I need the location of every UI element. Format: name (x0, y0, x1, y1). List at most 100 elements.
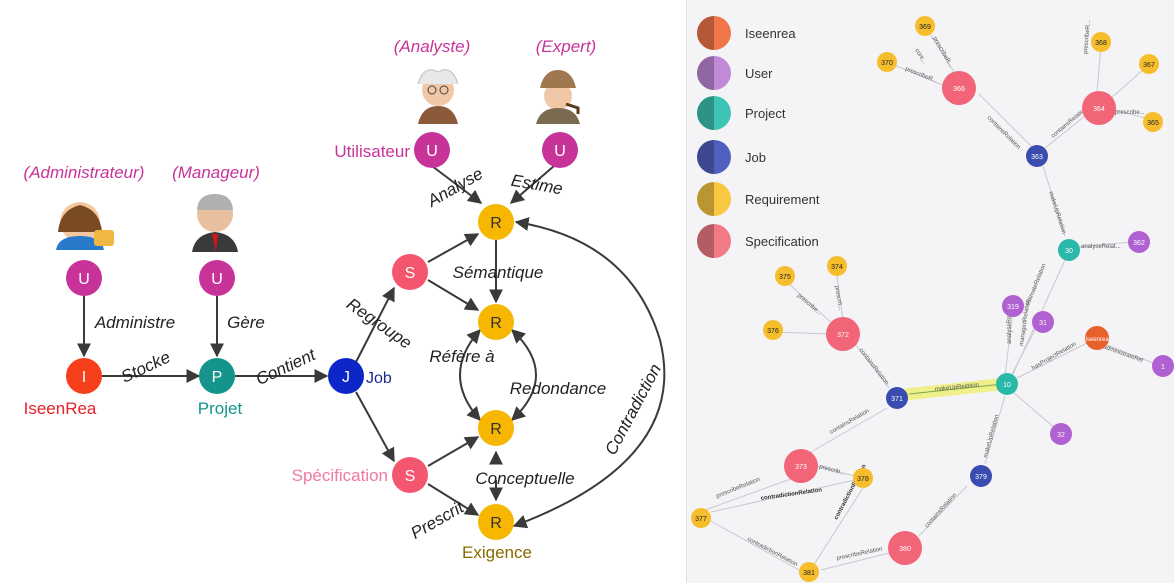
edge-label: contradictionRelation (746, 536, 798, 568)
edge-label: hasProjectRelation (1031, 341, 1078, 371)
graph-node-370[interactable]: 370 (877, 52, 897, 72)
graph-edge (812, 487, 864, 567)
node-req-2: R (478, 304, 514, 340)
role-admin: (Administrateur) (24, 163, 145, 182)
graph-node-366[interactable]: 366 (942, 71, 976, 105)
edge-label: estimateRelation (1025, 263, 1047, 307)
graph-edge (708, 519, 800, 571)
graph-edge (1096, 45, 1102, 93)
edge-label: makeUpRelation (935, 382, 980, 393)
graph-edge (1044, 115, 1086, 149)
legend-requirement[interactable]: Requirement (697, 182, 819, 216)
node-id: 366 (953, 86, 965, 93)
expert-avatar (536, 70, 580, 124)
edge-label: prescribeRelation (836, 546, 883, 562)
graph-node-362[interactable]: 362 (1128, 231, 1150, 253)
node-letter: U (211, 271, 223, 288)
edge-label: analyseRelat... (1081, 244, 1121, 250)
edge-label-refere: Réfère à (429, 347, 494, 366)
node-id: 364 (1093, 106, 1105, 113)
graph-node-32[interactable]: 32 (1050, 423, 1072, 445)
node-req-1: R (478, 204, 514, 240)
label-projet: Projet (198, 399, 243, 418)
node-user-analyst: U (414, 132, 450, 168)
node-job: J (328, 358, 364, 394)
graph-node-10[interactable]: 10 (996, 373, 1018, 395)
node-project: P (199, 358, 235, 394)
legend-dot (697, 96, 731, 130)
graph-node-319[interactable]: 319 (1002, 295, 1024, 317)
graph-node-374[interactable]: 374 (827, 256, 847, 276)
graph-nodes[interactable]: 369 370 366 368 367 364 365 363 30 362 3… (691, 16, 1174, 582)
graph-edge (816, 465, 856, 477)
graph-node-30[interactable]: 30 (1058, 239, 1080, 261)
graph-node-368[interactable]: 368 (1091, 32, 1111, 52)
graph-node-378[interactable]: 378 (853, 468, 873, 488)
legend-dot (697, 140, 731, 174)
graph-node-381[interactable]: 381 (799, 562, 819, 582)
legend-label: Specification (745, 233, 819, 249)
manager-avatar (192, 194, 238, 252)
graph-node-377[interactable]: 377 (691, 508, 711, 528)
node-id: 32 (1057, 432, 1065, 439)
node-id: 1 (1161, 364, 1165, 371)
legend-user[interactable]: User (697, 56, 772, 90)
legend-job[interactable]: Job (697, 140, 766, 174)
node-id: 368 (1095, 40, 1107, 47)
label-specification: Spécification (292, 466, 388, 485)
graph-node-iseenrea[interactable]: Iseenrea (1085, 326, 1109, 350)
graph-edge (984, 395, 1006, 465)
node-id: 372 (837, 332, 849, 339)
graph-canvas[interactable]: cont... prescribeR... prescribeR... pres… (687, 0, 1174, 583)
legend-dot (697, 182, 731, 216)
legend-label: Job (745, 149, 766, 165)
node-letter: S (405, 468, 416, 485)
node-id: 319 (1007, 304, 1019, 311)
node-id: 30 (1065, 248, 1073, 255)
edge-label: prescribeR... (904, 66, 938, 84)
edge-label: prescribeR... (1083, 19, 1092, 54)
graph-edge (1098, 341, 1162, 367)
graph-node-375[interactable]: 375 (775, 266, 795, 286)
edge-label: containsRelation (857, 348, 889, 387)
legend-iseenrea[interactable]: Iseenrea (697, 16, 796, 50)
graph-node-31[interactable]: 31 (1032, 311, 1054, 333)
graph-node-372[interactable]: 372 (826, 317, 860, 351)
edge-label-regroupe: Regroupe (343, 294, 415, 352)
admin-avatar (56, 202, 114, 250)
graph-edge (820, 551, 894, 571)
role-manager: (Manageur) (172, 163, 260, 182)
node-letter: R (490, 421, 502, 438)
node-id: 377 (695, 516, 707, 523)
node-letter: U (78, 271, 90, 288)
graph-node-373[interactable]: 373 (784, 449, 818, 483)
graph-node-364[interactable]: 364 (1082, 91, 1116, 125)
edge-label: prescribeR... (931, 36, 953, 69)
graph-node-1[interactable]: 1 (1152, 355, 1174, 377)
graph-node-365[interactable]: 365 (1143, 112, 1163, 132)
edge-regroupe (355, 286, 395, 363)
graph-visualization[interactable]: Iseenrea User Project Job Requirement Sp… (686, 0, 1174, 583)
graph-node-380[interactable]: 380 (888, 531, 922, 565)
node-id: 31 (1039, 320, 1047, 327)
legend-specification[interactable]: Specification (697, 224, 819, 258)
edge-label: prescrit... (833, 285, 843, 311)
graph-node-369[interactable]: 369 (915, 16, 935, 36)
graph-node-367[interactable]: 367 (1139, 54, 1159, 74)
graph-node-379[interactable]: 379 (970, 465, 992, 487)
graph-node-376[interactable]: 376 (763, 320, 783, 340)
concept-diagram: (Administrateur) (Manageur) (Analyste) (… (24, 37, 666, 562)
node-req-3: R (478, 410, 514, 446)
edge-spec-req4 (427, 483, 480, 516)
node-id: 367 (1143, 62, 1155, 69)
graph-node-371[interactable]: 371 (886, 387, 908, 409)
graph-edge (1114, 109, 1146, 119)
node-letter: U (426, 143, 438, 160)
legend-label: Iseenrea (745, 25, 796, 41)
edge-contradiction (512, 217, 666, 529)
graph-node-363[interactable]: 363 (1026, 145, 1048, 167)
edge-prescrit-spec (355, 391, 395, 463)
legend-label: Requirement (745, 191, 820, 207)
legend-project[interactable]: Project (697, 96, 785, 130)
edge-label: makeUpRelation (983, 414, 1000, 458)
